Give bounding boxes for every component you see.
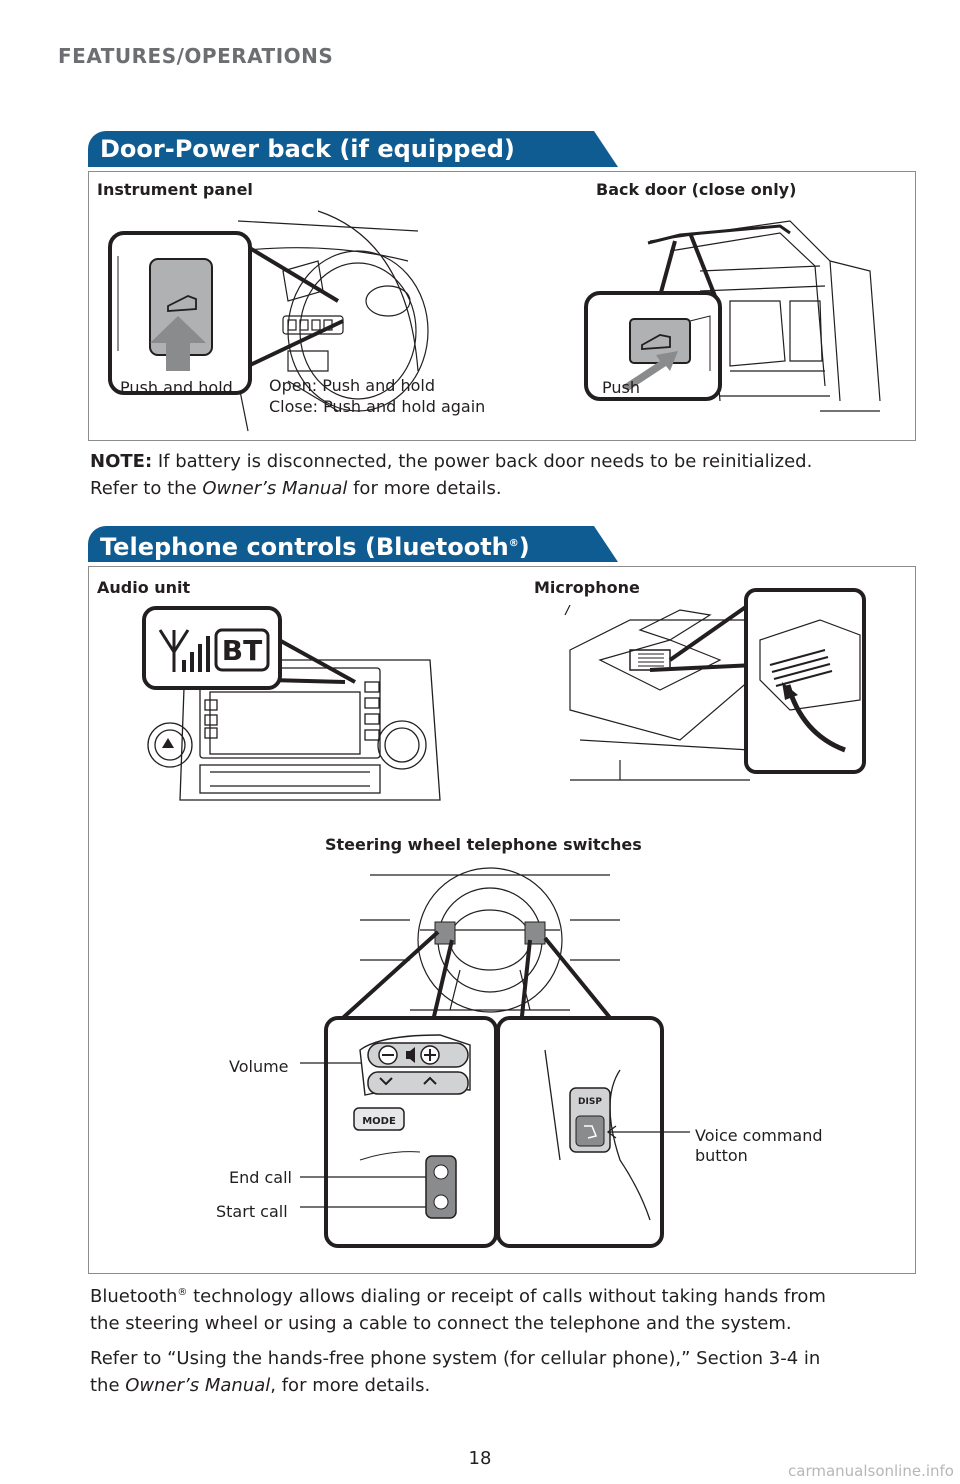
open-caption: Open: Push and hold	[269, 376, 435, 395]
push-caption: Push	[602, 378, 640, 397]
back-door-label: Back door (close only)	[596, 180, 797, 199]
end-call-caption: End call	[229, 1168, 292, 1187]
owners-manual-ref: Owner’s Manual	[202, 478, 348, 499]
page-number: 18	[468, 1448, 492, 1469]
door-banner-title: Door-Power back (if equipped)	[100, 135, 515, 163]
start-call-caption: Start call	[216, 1202, 288, 1221]
door-note: NOTE: If battery is disconnected, the po…	[90, 451, 813, 499]
back-door-illustration	[584, 220, 881, 412]
mode-button: MODE	[362, 1116, 396, 1127]
bluetooth-description: Bluetooth® technology allows dialing or …	[90, 1286, 826, 1334]
instrument-panel-label: Instrument panel	[97, 180, 253, 199]
disp-button: DISP	[578, 1097, 602, 1107]
audio-unit-illustration: BT	[142, 606, 441, 801]
voice-command-caption-2: button	[695, 1146, 748, 1165]
dashboard-illustration	[108, 210, 429, 432]
manual-reference: Refer to “Using the hands-free phone sys…	[90, 1348, 821, 1396]
phone-banner: Telephone controls (Bluetooth®)	[88, 526, 618, 562]
steering-wheel-illustration: MODE DISP	[300, 867, 690, 1248]
audio-unit-label: Audio unit	[97, 578, 191, 597]
steering-switches-label: Steering wheel telephone switches	[325, 835, 642, 854]
volume-caption: Volume	[229, 1057, 289, 1076]
phone-banner-title: Telephone controls (Bluetooth	[100, 533, 509, 561]
push-and-hold-caption: Push and hold	[120, 378, 233, 397]
watermark: carmanualsonline.info	[788, 1462, 954, 1480]
close-caption: Close: Push and hold again	[269, 397, 486, 416]
microphone-illustration	[564, 588, 866, 781]
bt-indicator: BT	[222, 634, 262, 667]
owners-manual-ref-2: Owner’s Manual	[125, 1375, 271, 1396]
microphone-label: Microphone	[534, 578, 640, 597]
note-label: NOTE:	[90, 451, 153, 472]
section-title: FEATURES/OPERATIONS	[58, 44, 334, 68]
door-banner: Door-Power back (if equipped)	[88, 131, 618, 167]
voice-command-caption-1: Voice command	[695, 1126, 823, 1145]
